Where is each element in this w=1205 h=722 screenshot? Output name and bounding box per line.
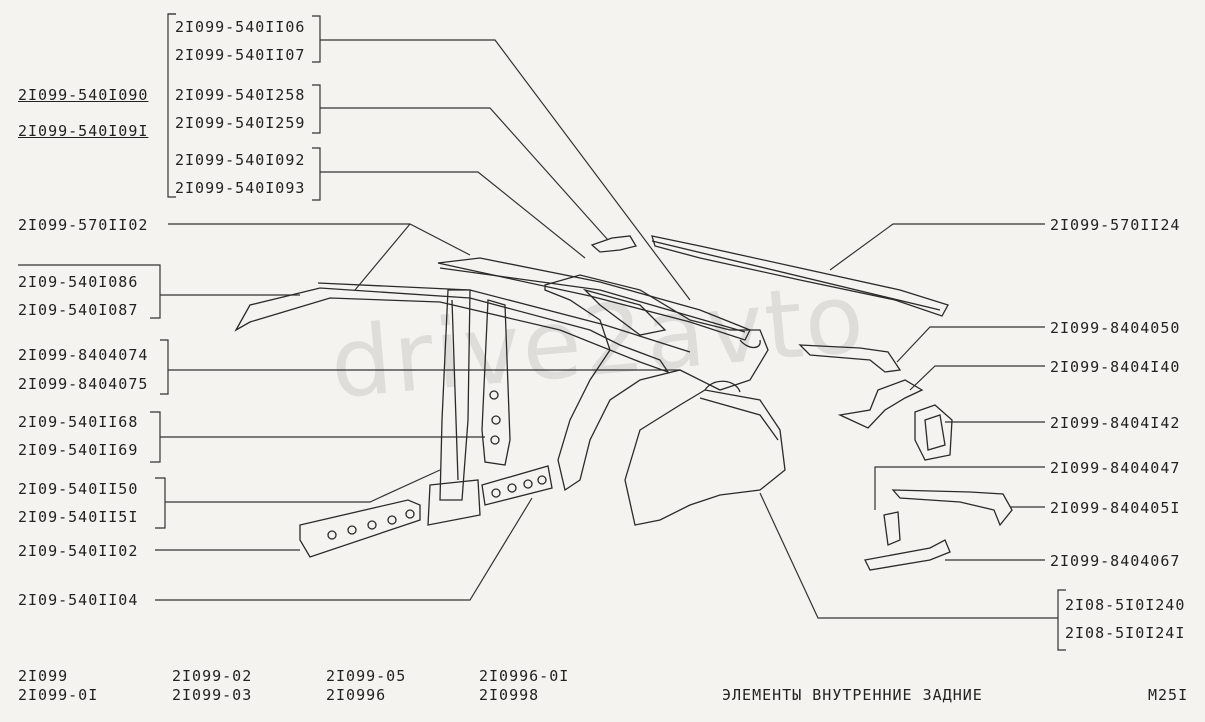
callout-label: 2I09-540II69: [18, 441, 139, 459]
model-code: 2I099: [18, 667, 69, 685]
sill-left: [299, 499, 421, 558]
callout-label: 2I099-540II07: [175, 46, 306, 64]
leader-570II02: [168, 223, 471, 256]
callout-label: 2I09-540I087: [18, 301, 139, 319]
leader-540II04: [155, 497, 533, 601]
model-code: 2I0996: [326, 686, 387, 704]
part-8404047: [883, 511, 901, 546]
callout-label-side: 2I099-540I09I: [18, 122, 149, 140]
part-8404I42: [914, 404, 953, 461]
callout-label: 2I09-540II50: [18, 480, 139, 498]
leader-8404I40: [909, 365, 1045, 391]
callout-label: 2I099-8404067: [1050, 552, 1181, 570]
quarter-panel: [544, 274, 769, 492]
callout-label: 2I09-540II04: [18, 591, 139, 609]
model-code: 2I099-03: [172, 686, 253, 704]
bracket-l6: [150, 411, 161, 463]
callout-label: 2I099-540I093: [175, 179, 306, 197]
callout-label-side: 2I099-540I090: [18, 86, 149, 104]
wheel-arch: [624, 389, 786, 526]
bracket-l7: [155, 477, 166, 529]
roof-rail-right: [651, 235, 949, 317]
model-code: 2I099-0I: [18, 686, 99, 704]
callout-label: 2I09-540I086: [18, 273, 139, 291]
callout-label: 2I099-570II02: [18, 216, 149, 234]
callout-label: 2I099-540I259: [175, 114, 306, 132]
leader-540I092: [320, 171, 586, 259]
model-code: 2I099-02: [172, 667, 253, 685]
leader-540II50: [165, 469, 441, 503]
page-code: M25I: [1148, 686, 1189, 704]
callout-label: 2I09-540II02: [18, 542, 139, 560]
b-pillar-base: [427, 479, 481, 526]
roof-rail-left: [234, 287, 670, 374]
part-8404I40: [837, 379, 924, 429]
callout-label: 2I099-540I258: [175, 86, 306, 104]
leader-540II06: [320, 39, 691, 301]
leader-8404047: [874, 466, 1045, 510]
small-bracket: [590, 235, 638, 253]
leader-8404050: [896, 326, 1045, 363]
callout-label: 2I099-8404I40: [1050, 358, 1181, 376]
page-title: ЭЛЕМЕНТЫ ВНУТРЕННИЕ ЗАДНИЕ: [722, 686, 983, 704]
callout-label: 2I08-5I0I24I: [1065, 624, 1186, 642]
callout-label: 2I099-840405I: [1050, 499, 1181, 517]
part-8404050: [798, 344, 902, 373]
part-840405I: [891, 489, 1013, 527]
callout-label: 2I099-540I092: [175, 151, 306, 169]
callout-label: 2I099-570II24: [1050, 216, 1181, 234]
callout-label: 2I09-540II68: [18, 413, 139, 431]
bracket-l2: [312, 84, 321, 134]
callout-label: 2I08-5I0I240: [1065, 596, 1186, 614]
leader-540I258: [320, 107, 609, 241]
callout-label: 2I099-8404074: [18, 346, 149, 364]
part-8404067: [864, 539, 951, 571]
callout-label: 2I099-540II06: [175, 18, 306, 36]
model-code: 2I099-05: [326, 667, 407, 685]
callout-label: 2I09-540II5I: [18, 508, 139, 526]
bracket-l3: [312, 147, 321, 201]
leader-5I0I240: [759, 492, 1058, 619]
bracket-l5: [160, 339, 169, 395]
c-pillar: [481, 299, 511, 466]
callout-label: 2I099-8404050: [1050, 319, 1181, 337]
model-code: 2I0998: [479, 686, 540, 704]
callout-label: 2I099-8404075: [18, 375, 149, 393]
bracket-top: [167, 13, 176, 198]
bracket-r1: [1057, 589, 1066, 651]
bracket-l1: [312, 15, 321, 63]
callout-label: 2I099-8404047: [1050, 459, 1181, 477]
bracket-l4: [18, 264, 161, 319]
b-pillar: [439, 289, 471, 501]
leader-570II24: [829, 223, 1045, 271]
model-code: 2I0996-0I: [479, 667, 570, 685]
sill-right: [481, 465, 553, 506]
roof-rail-upper: [437, 257, 751, 341]
callout-label: 2I099-8404I42: [1050, 414, 1181, 432]
leader-570II02b: [354, 223, 411, 291]
